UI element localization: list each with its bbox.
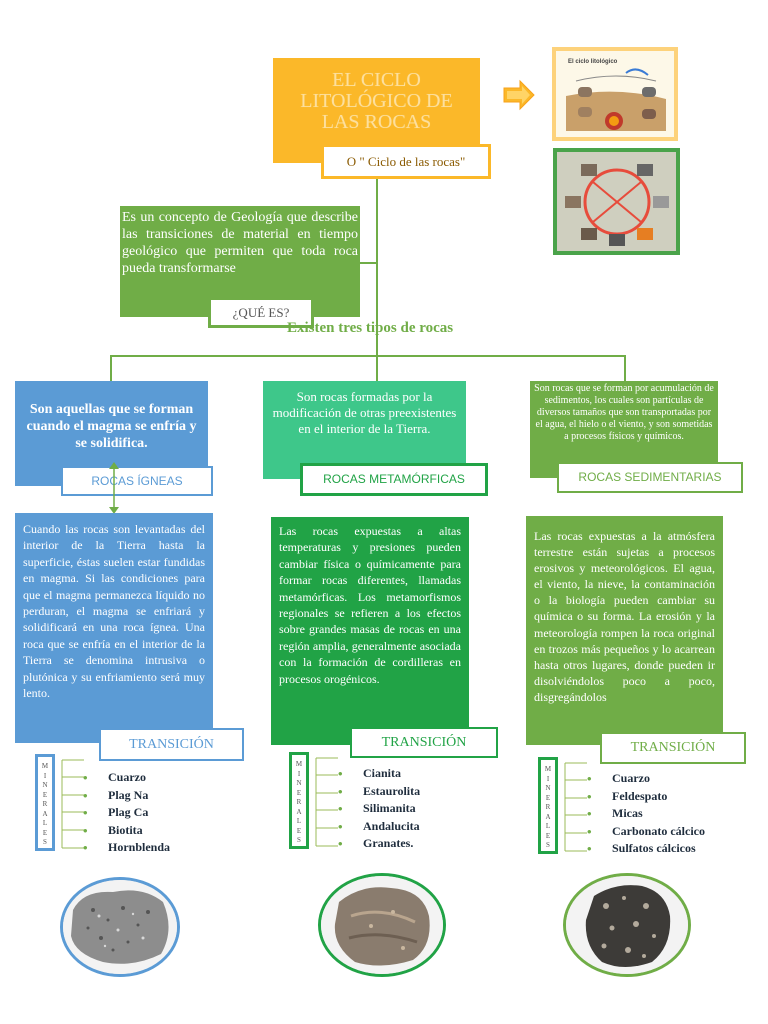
mineral-item: Cuarzo — [83, 769, 170, 787]
que-es-label: ¿QUÉ ES? — [208, 297, 314, 328]
metamorficas-bracket-lines — [315, 757, 338, 847]
rock-cycle-photo-diagram — [553, 148, 680, 255]
sedimentary-rock-photo — [563, 873, 691, 977]
igneas-body: Cuando las rocas son levantadas del inte… — [15, 513, 213, 743]
igneas-double-arrow-icon — [109, 462, 119, 514]
metamorficas-minerals-list: Cianita Estaurolita Silimanita Andalucit… — [336, 765, 420, 853]
mineral-item: Silimanita — [338, 800, 420, 818]
rock-cycle-diagram-image: El ciclo litológico — [552, 47, 678, 141]
mineral-item: Estaurolita — [338, 783, 420, 801]
connector-left — [110, 355, 112, 382]
metamorficas-body: Las rocas expuestas a altas temperaturas… — [271, 517, 469, 745]
connector-def — [360, 262, 378, 264]
sedimentarias-minerals-list: Cuarzo Feldespato Micas Carbonato cálcic… — [585, 770, 705, 858]
igneas-transicion: TRANSICIÓN — [99, 728, 244, 761]
sedimentarias-bracket-lines — [564, 762, 587, 852]
mineral-item: Plag Na — [83, 787, 170, 805]
metamorficas-transicion: TRANSICIÓN — [350, 727, 498, 758]
arrow-right-icon — [503, 79, 535, 111]
mineral-item: Andalucita — [338, 818, 420, 836]
mineral-item: Plag Ca — [83, 804, 170, 822]
metamorficas-intro: Son rocas formadas por la modificación d… — [263, 381, 466, 479]
mineral-item: Cianita — [338, 765, 420, 783]
mineral-item: Sulfatos cálcicos — [587, 840, 705, 858]
mineral-item: Feldespato — [587, 788, 705, 806]
connector-middle — [376, 355, 378, 382]
tres-tipos-heading: Existen tres tipos de rocas — [287, 320, 454, 336]
definition-box: Es un concepto de Geología que describe … — [120, 206, 360, 317]
metamorphic-rock-photo — [318, 873, 446, 977]
mineral-item: Hornblenda — [83, 839, 170, 857]
metamorficas-label: ROCAS METAMÓRFICAS — [300, 463, 488, 496]
connector-vertical-main — [376, 179, 378, 357]
connector-right — [624, 355, 626, 382]
mineral-item: Micas — [587, 805, 705, 823]
sedimentarias-intro: Son rocas que se forman por acumulación … — [530, 381, 718, 478]
igneous-rock-photo — [60, 877, 180, 977]
mineral-item: Granates. — [338, 835, 420, 853]
mineral-item: Carbonato cálcico — [587, 823, 705, 841]
mineral-item: Biotita — [83, 822, 170, 840]
igneas-minerals-list: Cuarzo Plag Na Plag Ca Biotita Hornblend… — [81, 769, 170, 857]
sedimentarias-label: ROCAS SEDIMENTARIAS — [557, 462, 743, 493]
igneas-label: ROCAS ÍGNEAS — [61, 466, 213, 496]
sedimentarias-transicion: TRANSICIÓN — [600, 732, 746, 764]
sedimentarias-body: Las rocas expuestas a la atmósfera terre… — [526, 516, 723, 745]
connector-horizontal — [110, 355, 625, 357]
thumbnail-title: El ciclo litológico — [568, 59, 618, 65]
subtitle-box: O " Ciclo de las rocas" — [321, 144, 491, 179]
igneas-bracket-lines — [61, 759, 84, 849]
mineral-item: Cuarzo — [587, 770, 705, 788]
